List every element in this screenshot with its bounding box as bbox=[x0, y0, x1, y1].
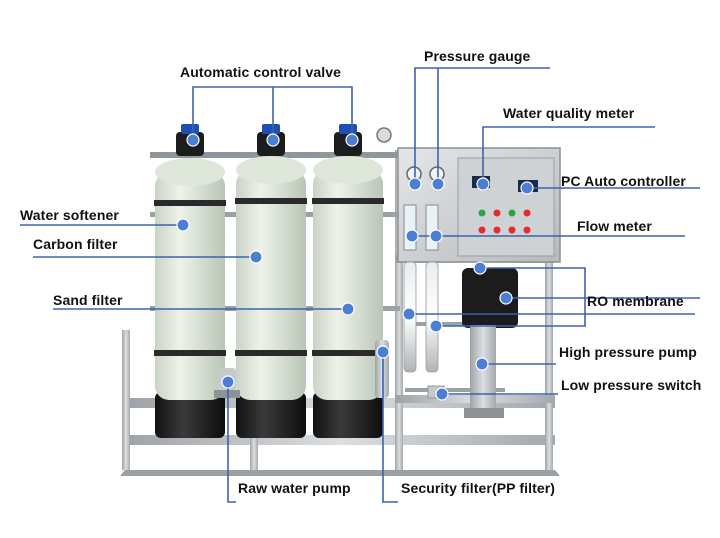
label-security-filter: Security filter(PP filter) bbox=[401, 480, 556, 496]
label-automatic-control-valve: Automatic control valve bbox=[180, 64, 342, 80]
sand-filter-tank bbox=[312, 156, 384, 438]
control-cabinet bbox=[397, 147, 561, 263]
marker-dots bbox=[176, 133, 534, 401]
label-pressure-gauge: Pressure gauge bbox=[424, 48, 531, 64]
label-water-quality-meter: Water quality meter bbox=[503, 105, 635, 121]
label-water-softener: Water softener bbox=[20, 207, 119, 223]
label-flow-meter: Flow meter bbox=[577, 218, 652, 234]
water-softener-tank bbox=[154, 158, 226, 438]
label-sand-filter: Sand filter bbox=[53, 292, 123, 308]
label-low-pressure-switch: Low pressure switch bbox=[561, 377, 702, 393]
label-raw-water-pump: Raw water pump bbox=[238, 480, 351, 496]
high-pressure-pump bbox=[462, 268, 518, 418]
label-carbon-filter: Carbon filter bbox=[33, 236, 118, 252]
label-ro-membrane: RO membrane bbox=[587, 293, 684, 309]
carbon-filter-tank bbox=[235, 156, 307, 438]
control-valves bbox=[176, 124, 392, 156]
leader-lines bbox=[20, 67, 700, 503]
label-pc-auto-controller: PC Auto controller bbox=[561, 173, 686, 189]
label-high-pressure-pump: High pressure pump bbox=[559, 344, 697, 360]
